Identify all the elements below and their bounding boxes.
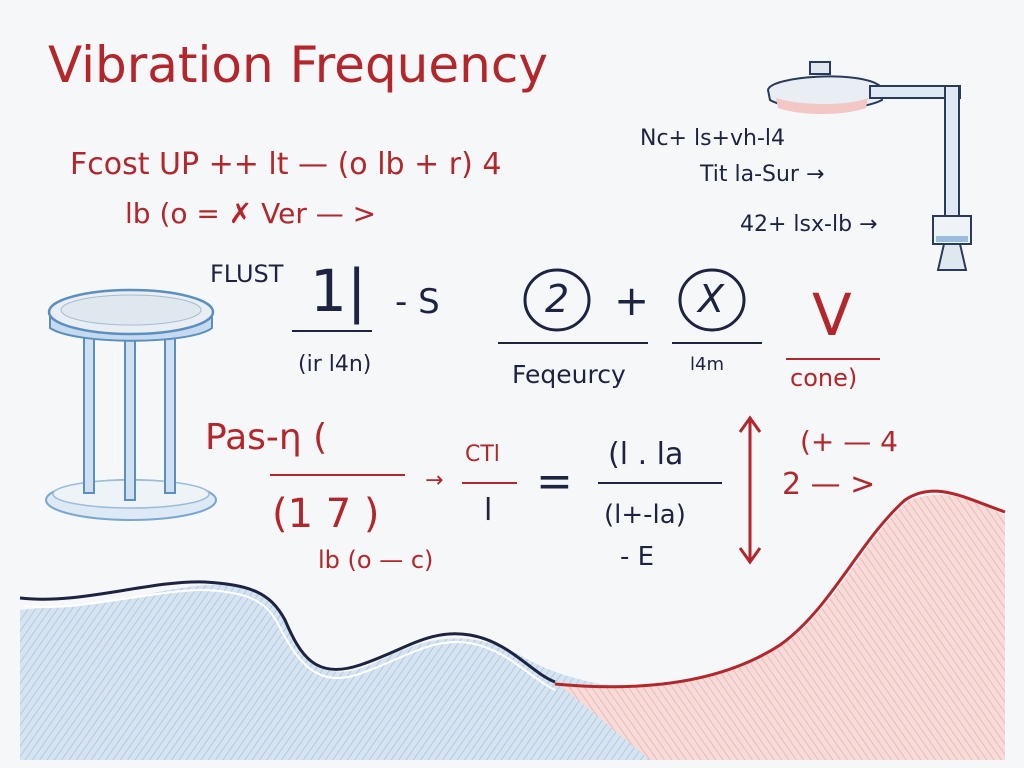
fraction-bar-6 — [462, 482, 517, 484]
row2-arrow: → — [425, 468, 444, 493]
fraction-bar-5 — [270, 474, 405, 476]
red-wave-curve — [554, 489, 1006, 689]
fraction-bar-7 — [598, 482, 722, 484]
row2-right-note-2: 2 — > — [782, 467, 876, 502]
row1-denominator-3: l4m — [690, 354, 724, 375]
blue-ground-fill — [20, 584, 660, 760]
row1-operator-2: + — [614, 276, 650, 325]
row2-fraction2-numerator: CTl — [465, 442, 500, 467]
circled-2: 2 — [545, 277, 570, 321]
table-icon — [45, 288, 217, 521]
row2-fraction2-denominator: l — [484, 493, 493, 528]
fraction-bar-1 — [292, 330, 372, 332]
row2-label: Pas-η ( — [205, 417, 328, 458]
row1-letter-v: V — [812, 281, 852, 349]
note-line-1: Fcost UP ++ lt — (o lb + r) 4 — [70, 147, 502, 182]
circled-x: X — [698, 277, 725, 321]
row2-fraction3-denominator: (l+-la) — [604, 500, 686, 530]
vertical-double-arrow — [738, 415, 762, 565]
fraction-bar-2 — [498, 342, 648, 344]
red-hill-fill — [560, 494, 1005, 760]
circle-x — [678, 268, 746, 332]
page-title: Vibration Frequency — [48, 36, 548, 94]
row1-denominator-2: Feqeurcy — [512, 360, 626, 389]
row2-right-note-1: (+ — 4 — [800, 425, 898, 458]
row2-fraction3-numerator: (l . la — [608, 437, 684, 472]
note-line-2: lb (o = ✗ Ver — > — [125, 197, 377, 230]
row1-operator-1: - S — [395, 282, 440, 322]
row1-denominator-1: (ir l4n) — [298, 352, 372, 377]
fraction-bar-4 — [786, 358, 880, 360]
circle-2 — [523, 268, 591, 332]
lamp-icon — [766, 61, 972, 271]
row1-numerator: 1| — [310, 257, 367, 325]
right-note-2: Tit la-Sur → — [700, 162, 825, 187]
right-note-1: Nc+ ls+vh-l4 — [640, 126, 785, 151]
row2-fraction3-extra: - E — [620, 542, 655, 572]
row2-equals: = — [536, 456, 573, 507]
row2-below-note: lb (o — c) — [318, 546, 434, 574]
fraction-bar-3 — [672, 342, 762, 344]
row2-denominator-1: (1 7 ) — [272, 491, 380, 537]
navy-wave-curve — [19, 580, 556, 684]
row1-label: FLUST — [210, 260, 284, 288]
right-note-3: 42+ lsx-lb → — [740, 212, 878, 237]
row1-denominator-4: cone) — [790, 364, 858, 392]
